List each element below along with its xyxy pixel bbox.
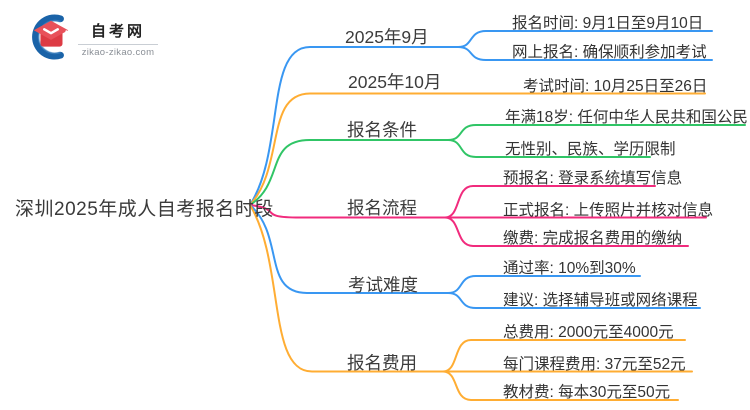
logo-divider — [78, 44, 158, 45]
leaf-line-2-0 — [447, 124, 746, 141]
leaf-node-2-1: 无性别、民族、学历限制 — [505, 141, 676, 158]
leaf-line-5-0 — [442, 339, 686, 373]
leaf-line-3-0 — [444, 185, 656, 219]
logo-text-block: 自考网 zikao-zikao.com — [78, 20, 158, 58]
branch-node-0: 2025年9月 — [345, 27, 429, 47]
branch-node-1: 2025年10月 — [348, 72, 442, 92]
branch-node-4: 考试难度 — [348, 275, 418, 295]
leaf-node-0-0: 报名时间: 9月1日至9月10日 — [512, 15, 704, 32]
branch-line-4 — [249, 204, 449, 294]
leaf-line-4-0 — [447, 275, 641, 294]
branch-line-0 — [249, 46, 459, 206]
site-logo: 自考网 zikao-zikao.com — [28, 14, 158, 62]
branch-line-2 — [249, 139, 449, 206]
leaf-node-3-1: 正式报名: 上传照片并核对信息 — [503, 201, 714, 219]
leaf-node-5-1: 每门课程费用: 37元至52元 — [503, 355, 686, 373]
branch-node-2: 报名条件 — [347, 120, 417, 140]
leaf-line-4-1 — [447, 292, 701, 309]
leaf-line-3-2 — [444, 216, 689, 247]
logo-site-name: 自考网 — [90, 23, 145, 40]
leaf-node-4-0: 通过率: 10%到30% — [503, 260, 636, 277]
branch-node-3: 报名流程 — [347, 198, 417, 218]
leaf-node-3-2: 缴费: 完成报名费用的缴纳 — [503, 230, 683, 247]
mindmap-root-topic: 深圳2025年成人自考报名时段 — [15, 199, 274, 220]
branch-node-5: 报名费用 — [347, 353, 417, 373]
leaf-node-1-0: 考试时间: 10月25日至26日 — [523, 77, 708, 95]
leaf-node-5-0: 总费用: 2000元至4000元 — [503, 324, 674, 341]
leaf-node-3-0: 预报名: 登录系统填写信息 — [503, 170, 683, 187]
leaf-line-5-2 — [442, 370, 679, 401]
graduation-cap-icon — [32, 14, 69, 60]
branch-line-1 — [249, 92, 446, 206]
leaf-node-5-2: 教材费: 每本30元至50元 — [503, 384, 671, 401]
logo-site-url: zikao-zikao.com — [81, 47, 155, 58]
branch-line-5 — [249, 204, 444, 373]
leaf-node-0-1: 网上报名: 确保顺利参加考试 — [512, 44, 707, 61]
leaf-line-2-1 — [447, 139, 651, 158]
leaf-line-0-1 — [457, 46, 713, 61]
leaf-node-4-1: 建议: 选择辅导班或网络课程 — [503, 292, 698, 309]
branch-line-3 — [249, 204, 446, 219]
leaf-node-2-0: 年满18岁: 任何中华人民共和国公民 — [505, 109, 748, 126]
